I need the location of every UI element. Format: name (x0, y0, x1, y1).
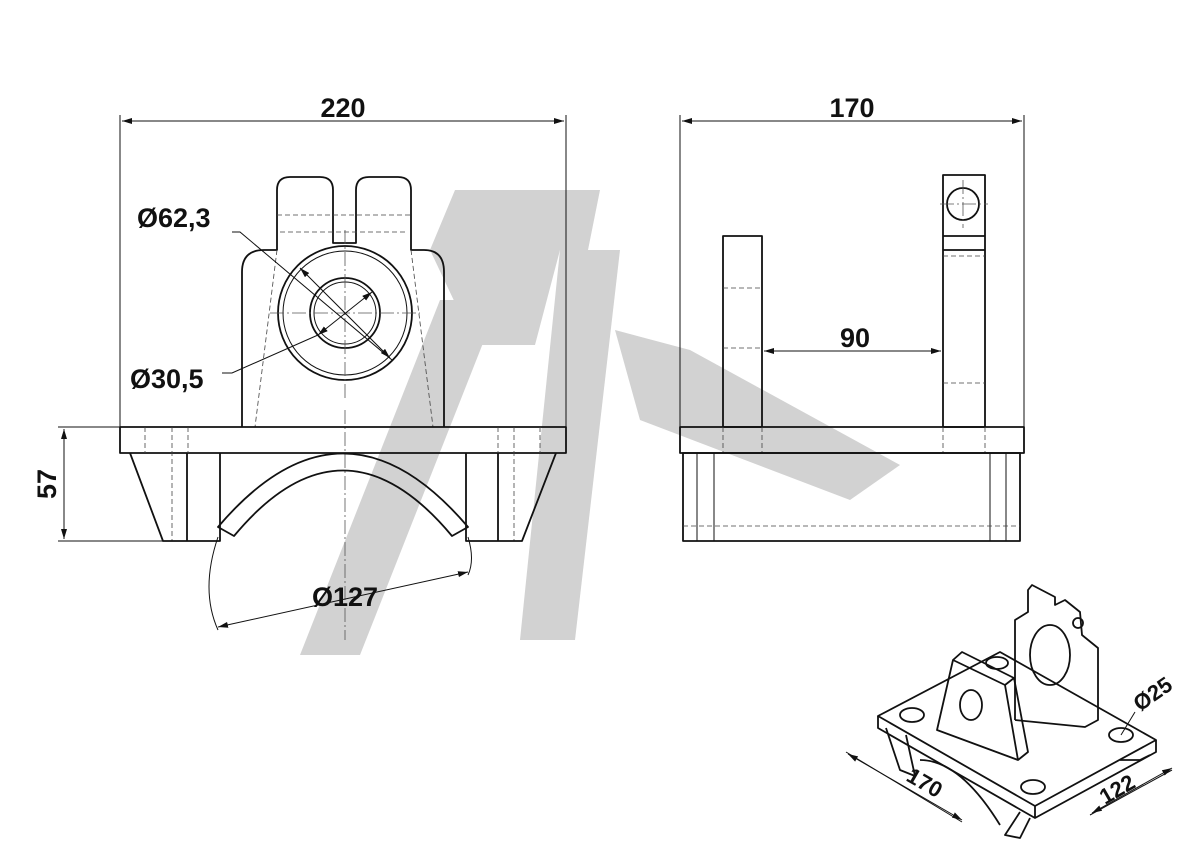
front-view: 220 57 Ø62,3 Ø30,5 Ø127 (32, 93, 567, 640)
hole-dim-25: Ø25 (1129, 672, 1177, 716)
iso-length-dim-170: 170 (903, 763, 947, 803)
side-width-dim-170: 170 (829, 93, 874, 123)
iso-width-dim-122: 122 (1095, 769, 1139, 809)
isometric-view: 170 122 Ø25 (845, 584, 1177, 839)
outer-bore-dim: Ø62,3 (137, 203, 211, 233)
width-dim-220: 220 (320, 93, 365, 123)
spacing-dim-90: 90 (840, 323, 870, 353)
pipe-dim: Ø127 (312, 582, 378, 612)
watermark-logo (300, 190, 900, 655)
inner-bore-dim: Ø30,5 (130, 364, 204, 394)
side-view: 170 90 (679, 93, 1025, 542)
height-dim-57: 57 (32, 469, 62, 499)
